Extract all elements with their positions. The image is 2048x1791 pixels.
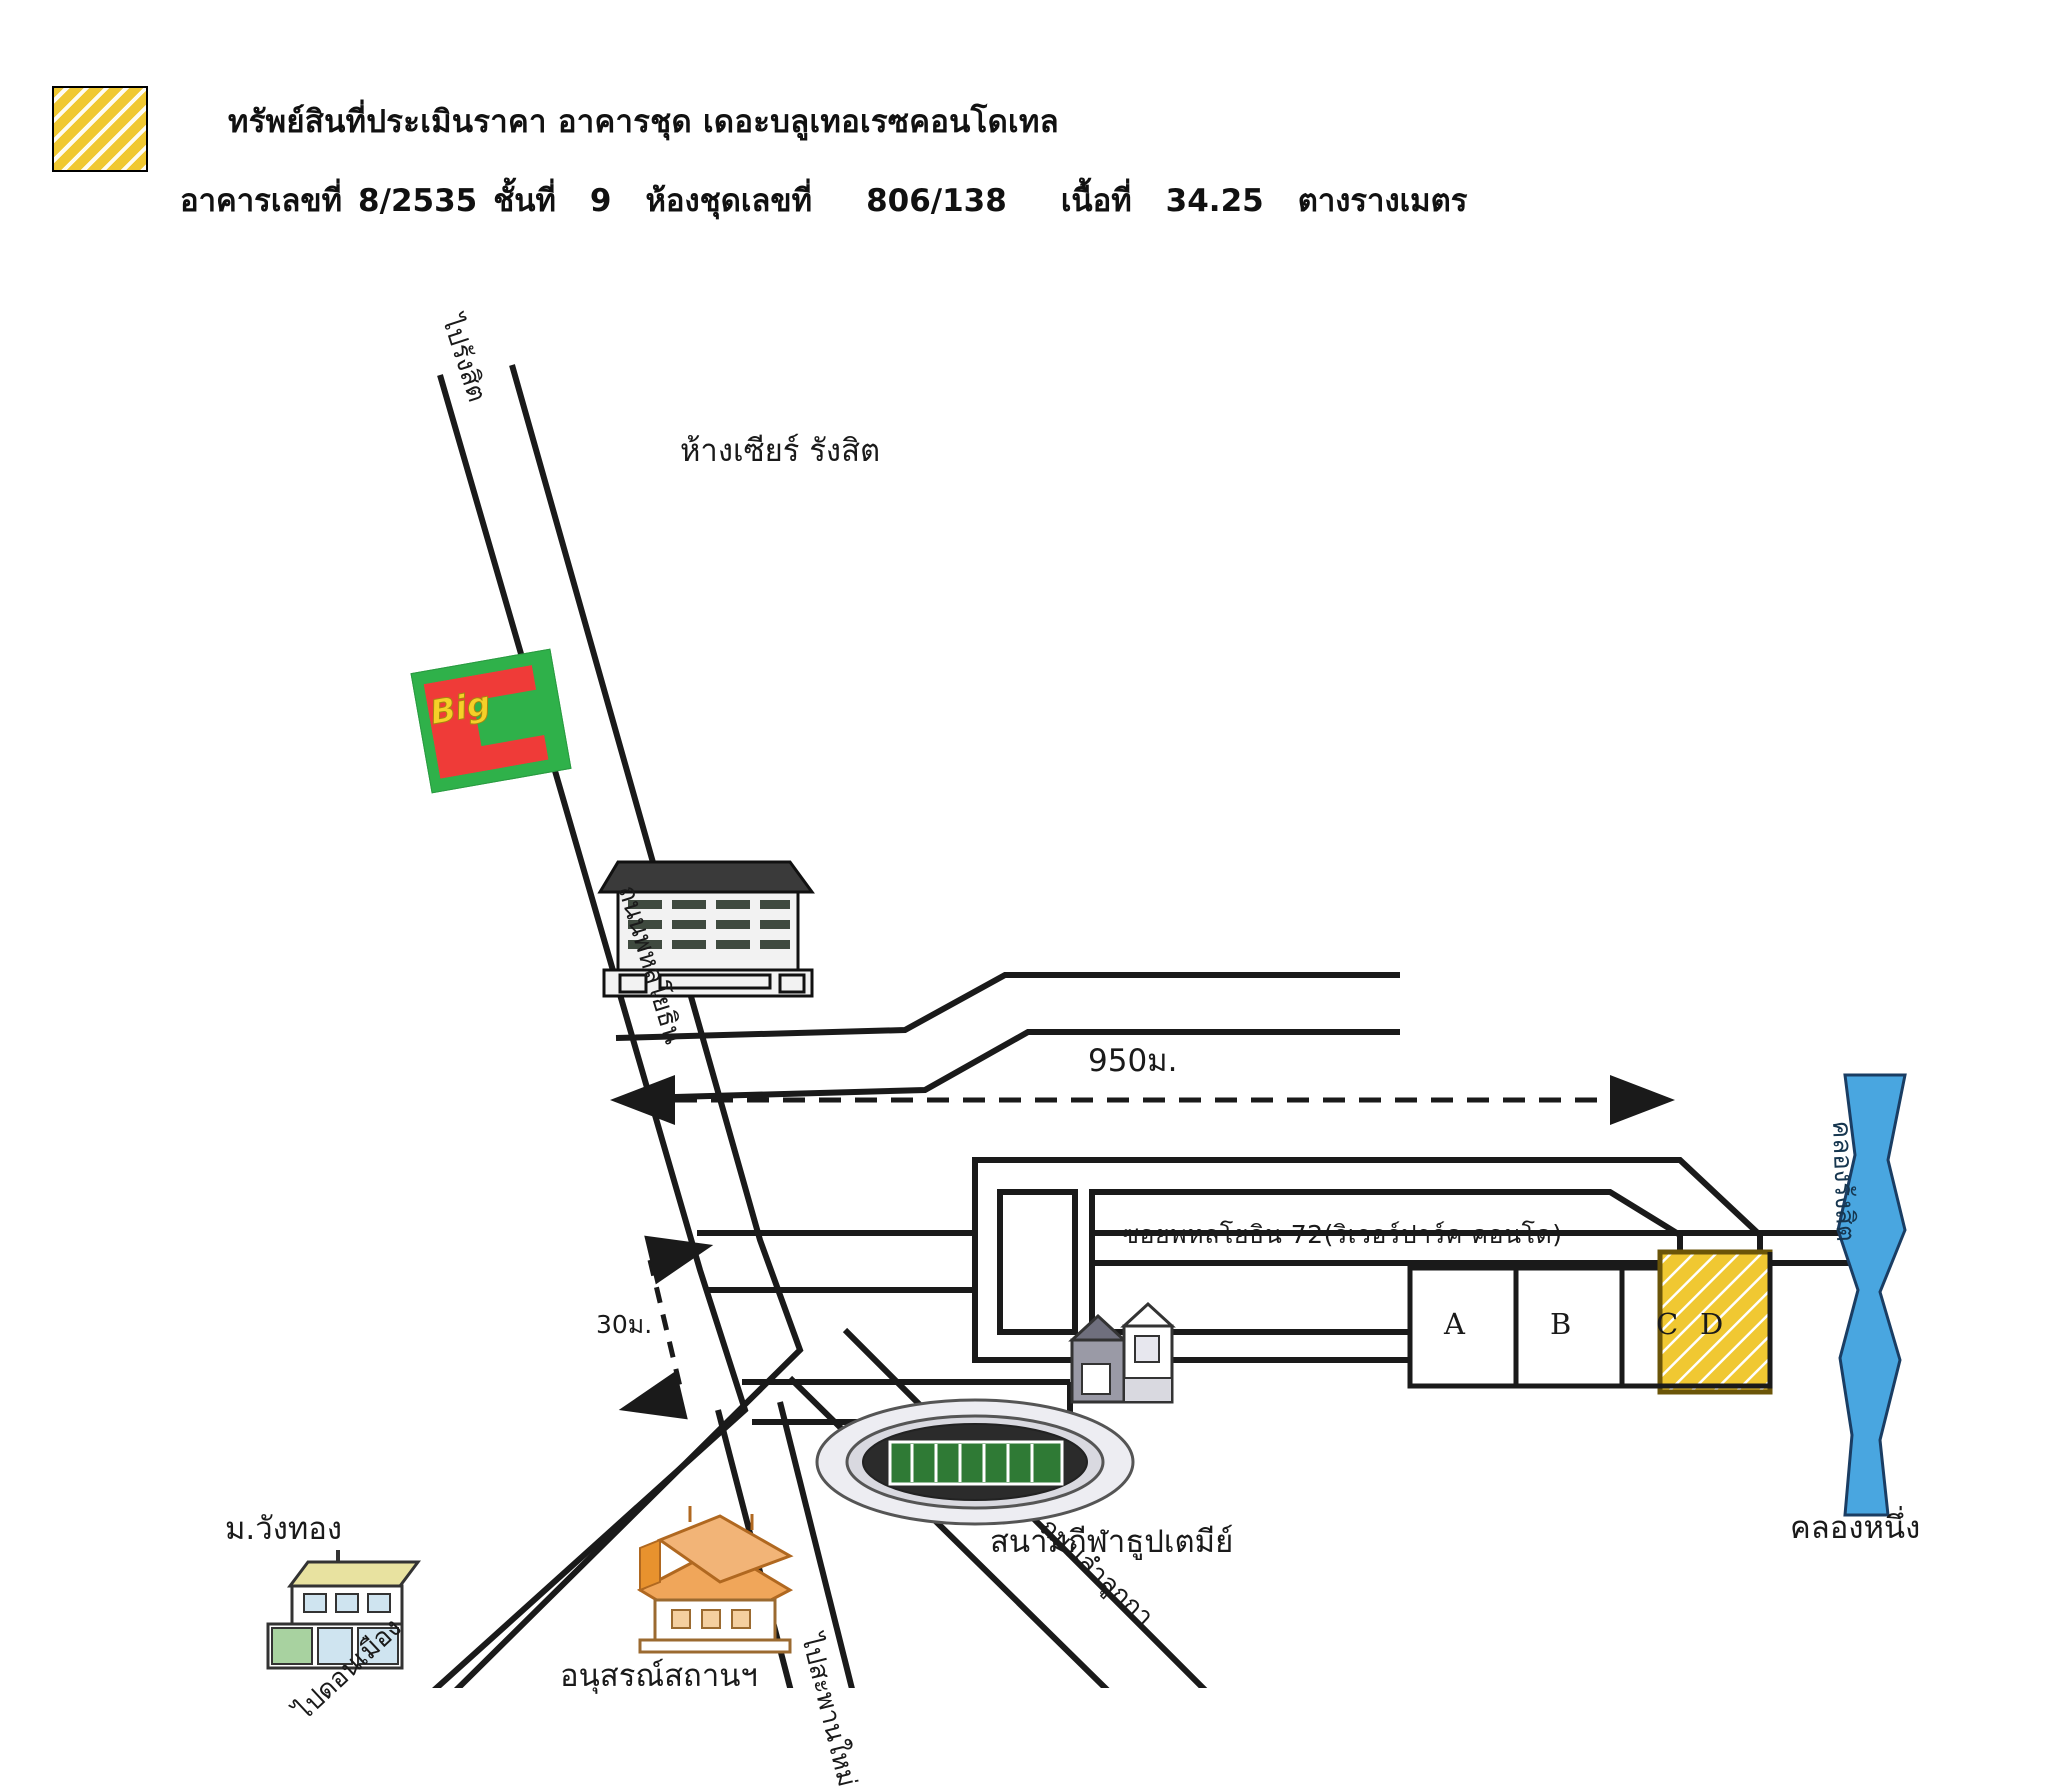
header-block: ทรัพย์สินที่ประเมินราคา อาคารชุด เดอะบลู…	[0, 0, 2048, 230]
area-label: เนื้อที่	[1060, 183, 1132, 219]
label-khlong-nueng: คลองหนึ่ง	[1790, 1510, 1921, 1546]
label-soi-phahonyothin-72: ซอยพหลโยธิน 72(ริเวอร์ปาร์ค คอนโด)	[1122, 1220, 1563, 1249]
dimension-30m	[618, 1235, 714, 1420]
label-memorial: อนุสรณ์สถานฯ	[560, 1658, 758, 1694]
plot-a-rect	[1407, 1265, 1519, 1389]
property-detail-line: อาคารเลขที่ 8/2535 ชั้นที่ 9 ห้องชุดเลขที่ 80…	[180, 175, 1467, 225]
plot-label-c: C	[1656, 1307, 1679, 1341]
subject-property-hatch-icon	[52, 86, 148, 172]
area-value: 34.25	[1165, 183, 1264, 219]
memorial-pavilion-icon	[636, 1506, 794, 1654]
page-title: ทรัพย์สินที่ประเมินราคา อาคารชุด เดอะบลู…	[228, 104, 1059, 140]
label-khlong-rangsit: คลองรังสิต	[1826, 1120, 1861, 1243]
wang-thong-house-icon	[266, 1550, 421, 1670]
plot-label-a: A	[1444, 1307, 1465, 1341]
plot-row	[1407, 1249, 1773, 1395]
zeer-rangsit-building-icon	[597, 860, 815, 998]
location-map: Big ไปรังสิต ห้างเซียร์ รังสิต ถนนพหลโยธ…	[0, 230, 2048, 1790]
plot-d-rect	[1657, 1249, 1773, 1395]
canal-khlong-rangsit	[1836, 1073, 1907, 1517]
big-c-logo-icon: Big	[410, 648, 572, 794]
floor-value: 9	[589, 183, 612, 219]
floor-label: ชั้นที่	[493, 183, 556, 219]
label-distance-30m: 30ม.	[596, 1310, 653, 1339]
plot-label-d: D	[1700, 1307, 1724, 1341]
unit-label: ห้องชุดเลขที่	[645, 183, 813, 219]
area-unit: ตางรางเมตร	[1297, 183, 1468, 219]
unit-value: 806/138	[866, 183, 1007, 219]
label-thupatemi-stadium: สนามกีฬาธูปเตมีย์	[990, 1524, 1234, 1560]
label-zeer-rangsit: ห้างเซียร์ รังสิต	[680, 433, 881, 469]
stadium-icon	[815, 1398, 1135, 1526]
building-no-label: อาคารเลขที่	[180, 183, 343, 219]
building-no-value: 8/2535	[358, 183, 478, 219]
label-wang-thong: ม.วังทอง	[225, 1511, 343, 1547]
plot-label-b: B	[1550, 1307, 1572, 1341]
house-grey-icon	[1068, 1301, 1176, 1404]
road-phahonyothin	[432, 364, 804, 1688]
label-distance-950m: 950ม.	[1088, 1043, 1178, 1079]
